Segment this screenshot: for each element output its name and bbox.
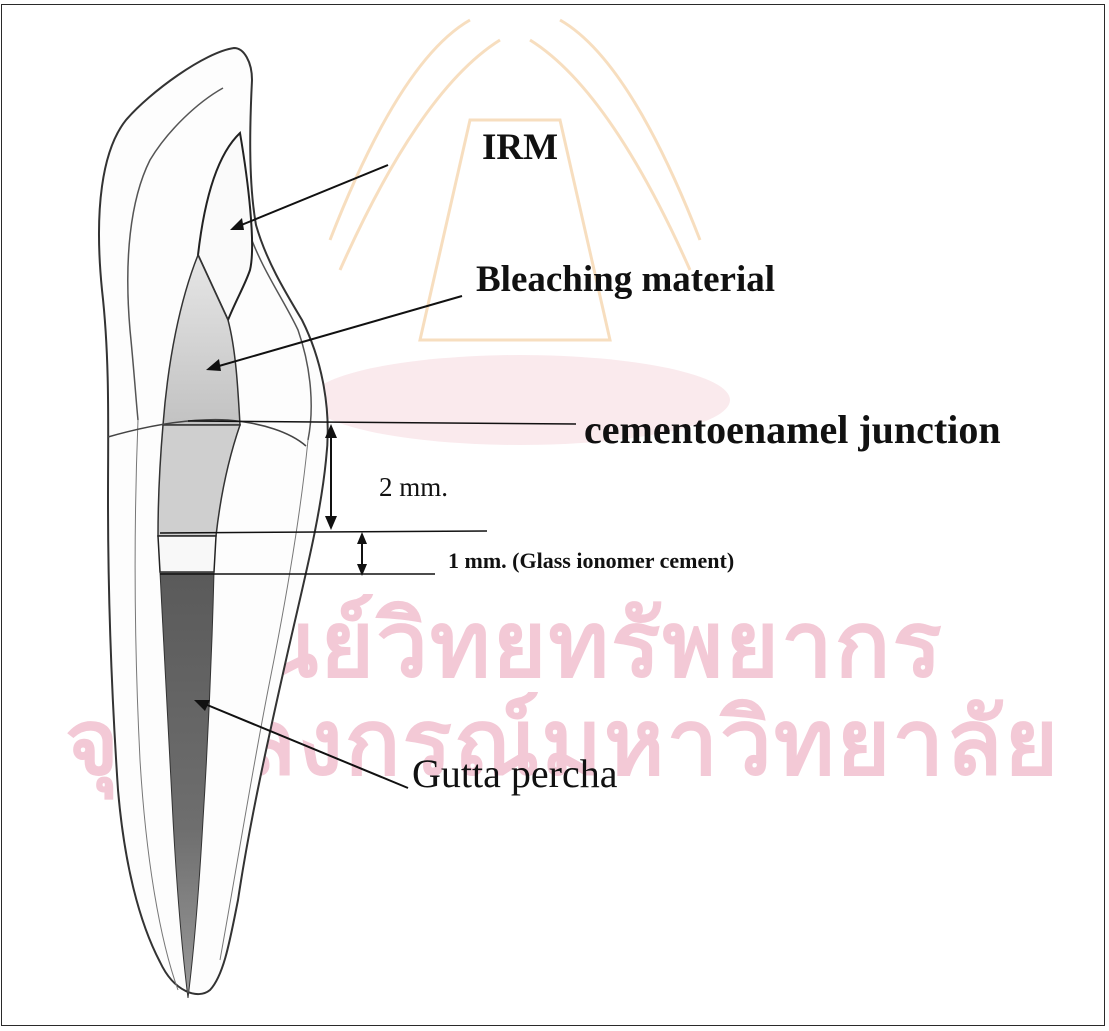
label-cementoenamel-junction: cementoenamel junction [584,406,1001,453]
label-gutta-percha: Gutta percha [412,750,617,797]
label-1-mm-glass-ionomer: 1 mm. (Glass ionomer cement) [448,548,734,574]
label-2-mm: 2 mm. [379,472,448,503]
label-bleaching-material: Bleaching material [476,258,775,301]
glass-ionomer-layer [158,536,216,572]
label-irm: IRM [482,126,558,169]
